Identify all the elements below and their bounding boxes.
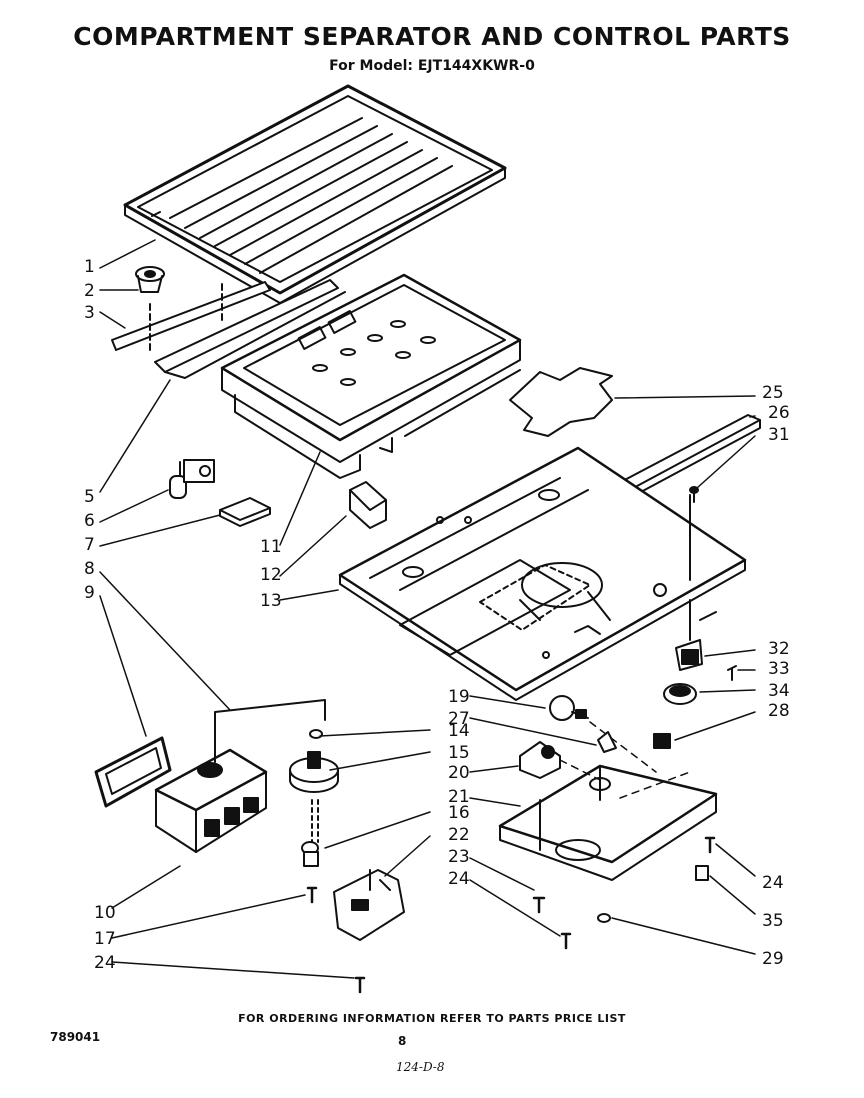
callout-13: 13 [260,591,282,611]
callout-35: 35 [762,911,784,931]
part-12-cover [349,481,387,529]
part-24-screw-b [560,932,572,950]
part-35-clip [695,865,709,881]
part-23-screw [532,896,546,914]
part-9-gasket [94,736,172,808]
part-25-baffle [509,367,613,437]
callout-29: 29 [762,949,784,969]
callout-23: 23 [448,847,470,867]
part-1-top-grille [123,84,507,304]
part-33-screw [727,665,737,681]
callout-12: 12 [260,565,282,585]
callout-25: 25 [762,383,784,403]
part-28-switch [653,733,671,749]
part-32-bracket [675,599,717,671]
part-24-screw-c [704,836,716,854]
part-24-screw-a [354,976,366,994]
part-6-sensor [169,459,215,499]
callout-1: 1 [84,257,95,277]
part-29-foot [597,913,611,923]
callout-20: 20 [448,763,470,783]
callout-5: 5 [84,487,95,507]
callout-32: 32 [768,639,790,659]
part-15-dial [289,751,339,793]
document-number: 789041 [50,1030,101,1044]
handwritten-note: 124-D-8 [396,1060,445,1074]
callout-19: 19 [448,687,470,707]
callout-24-b: 24 [448,869,470,889]
part-19-bulb [549,695,589,721]
part-11-separator-tray [220,273,522,479]
page-number: 8 [398,1034,407,1048]
part-34-dial [663,683,697,705]
callout-3: 3 [84,303,95,323]
part-10-control-housing [154,719,268,853]
callout-14: 14 [448,721,470,741]
callout-6: 6 [84,511,95,531]
callout-31: 31 [768,425,790,445]
part-27-socket [597,731,617,753]
part-7-clip [219,497,271,527]
part-21-housing-base [498,764,718,881]
callout-8: 8 [84,559,95,579]
callout-16: 16 [448,803,470,823]
callout-24-a: 24 [94,953,116,973]
callout-33: 33 [768,659,790,679]
callout-24-c: 24 [762,873,784,893]
callout-15: 15 [448,743,470,763]
part-2-knob [135,266,165,293]
model-subtitle: For Model: EJT144XKWR-0 [329,58,535,74]
part-8-rod [214,699,326,721]
part-22-bracket [333,869,405,941]
part-16-shaft [301,799,319,867]
part-3-strip [111,279,271,351]
callout-2: 2 [84,281,95,301]
ordering-note: FOR ORDERING INFORMATION REFER TO PARTS … [238,1012,626,1025]
callout-9: 9 [84,583,95,603]
part-14-nut [309,729,323,739]
page-title: COMPARTMENT SEPARATOR AND CONTROL PARTS [73,22,791,51]
callout-17: 17 [94,929,116,949]
callout-7: 7 [84,535,95,555]
callout-22: 22 [448,825,470,845]
part-20-switch [519,741,561,779]
part-31-screw [689,486,699,503]
callout-21: 21 [448,787,470,807]
part-17-screw [306,886,318,904]
callout-26: 26 [768,403,790,423]
callout-28: 28 [768,701,790,721]
part-5-channel [154,279,346,379]
callout-34: 34 [768,681,790,701]
callout-27: 27 [448,709,470,729]
callout-11: 11 [260,537,282,557]
part-13-base-plate [338,446,747,701]
callout-10: 10 [94,903,116,923]
